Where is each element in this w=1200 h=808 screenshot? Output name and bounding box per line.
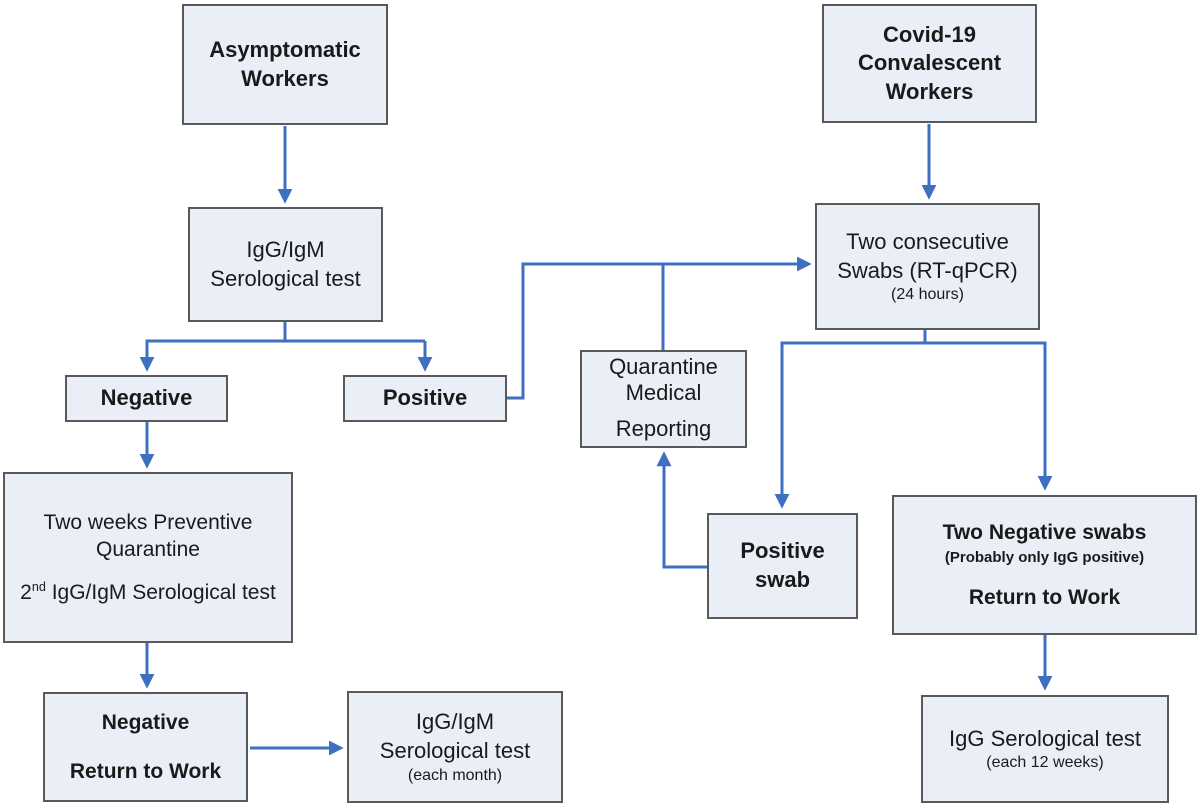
node-label: Asymptomatic: [209, 36, 361, 62]
node-igg-igm-serological-test: IgG/IgM Serological test: [188, 207, 383, 322]
node-label: Medical: [625, 379, 702, 405]
node-label: IgG/IgM: [415, 709, 495, 735]
edge-serological-to-negative: [139, 339, 425, 372]
node-two-consecutive-swabs: Two consecutive Swabs (RT-qPCR) (24 hour…: [815, 203, 1040, 330]
node-label: Convalescent: [857, 50, 1002, 76]
node-label: IgG/IgM: [246, 236, 325, 262]
node-note: (each month): [407, 766, 503, 784]
node-two-weeks-preventive-quarantine: Two weeks Preventive Quarantine 2nd IgG/…: [3, 472, 293, 643]
node-positive: Positive: [343, 375, 507, 422]
node-note: (24 hours): [891, 286, 964, 304]
edge-swabs-to-two-negative-swabs: [925, 341, 1053, 491]
node-label: Positive: [740, 538, 825, 564]
node-label: Covid-19: [883, 21, 976, 47]
node-label: Reporting: [615, 416, 712, 441]
node-label: 2nd IgG/IgM Serological test: [20, 580, 276, 605]
node-label: Swabs (RT-qPCR): [837, 257, 1018, 283]
node-label: Two consecutive: [846, 228, 1009, 254]
node-asymptomatic-workers: Asymptomatic Workers: [182, 4, 388, 125]
node-igg-igm-serological-test-monthly: IgG/IgM Serological test (each month): [347, 691, 563, 803]
edge-positive-to-swabs: [507, 256, 812, 400]
node-label: Serological test: [379, 738, 531, 763]
node-two-negative-swabs-return-to-work: Two Negative swabs (Probably only IgG po…: [892, 495, 1197, 635]
node-label: Return to Work: [69, 760, 222, 783]
node-label: Quarantine: [609, 354, 718, 380]
node-label: Two Negative swabs: [942, 520, 1147, 544]
superscript: nd: [31, 580, 46, 595]
node-covid19-convalescent-workers: Covid-19 Convalescent Workers: [822, 4, 1037, 123]
edge-positive-swab-to-reporting: [656, 451, 707, 569]
node-label: Negative: [100, 385, 193, 411]
node-positive-swab: Positive swab: [707, 513, 858, 619]
node-quarantine-medical-reporting: Quarantine Medical Reporting: [580, 350, 747, 448]
node-label: Positive: [382, 385, 468, 411]
node-label: swab: [754, 567, 811, 592]
node-label: Two weeks Preventive Quarantine: [43, 510, 253, 561]
edge-swabs-to-positive-swab: [774, 341, 925, 509]
node-label: IgG Serological test: [949, 725, 1141, 751]
node-label: Negative: [101, 710, 190, 734]
node-negative-return-to-work: Negative Return to Work: [43, 692, 248, 802]
node-label: Serological test: [210, 265, 361, 291]
node-igg-serological-test-12-weeks: IgG Serological test (each 12 weeks): [921, 695, 1169, 803]
node-label: Workers: [885, 78, 974, 104]
node-note: (each 12 weeks): [986, 754, 1104, 772]
node-negative: Negative: [65, 375, 228, 422]
node-label: Return to Work: [968, 585, 1121, 609]
node-note: (Probably only IgG positive): [944, 549, 1145, 567]
node-label: Workers: [241, 65, 329, 91]
